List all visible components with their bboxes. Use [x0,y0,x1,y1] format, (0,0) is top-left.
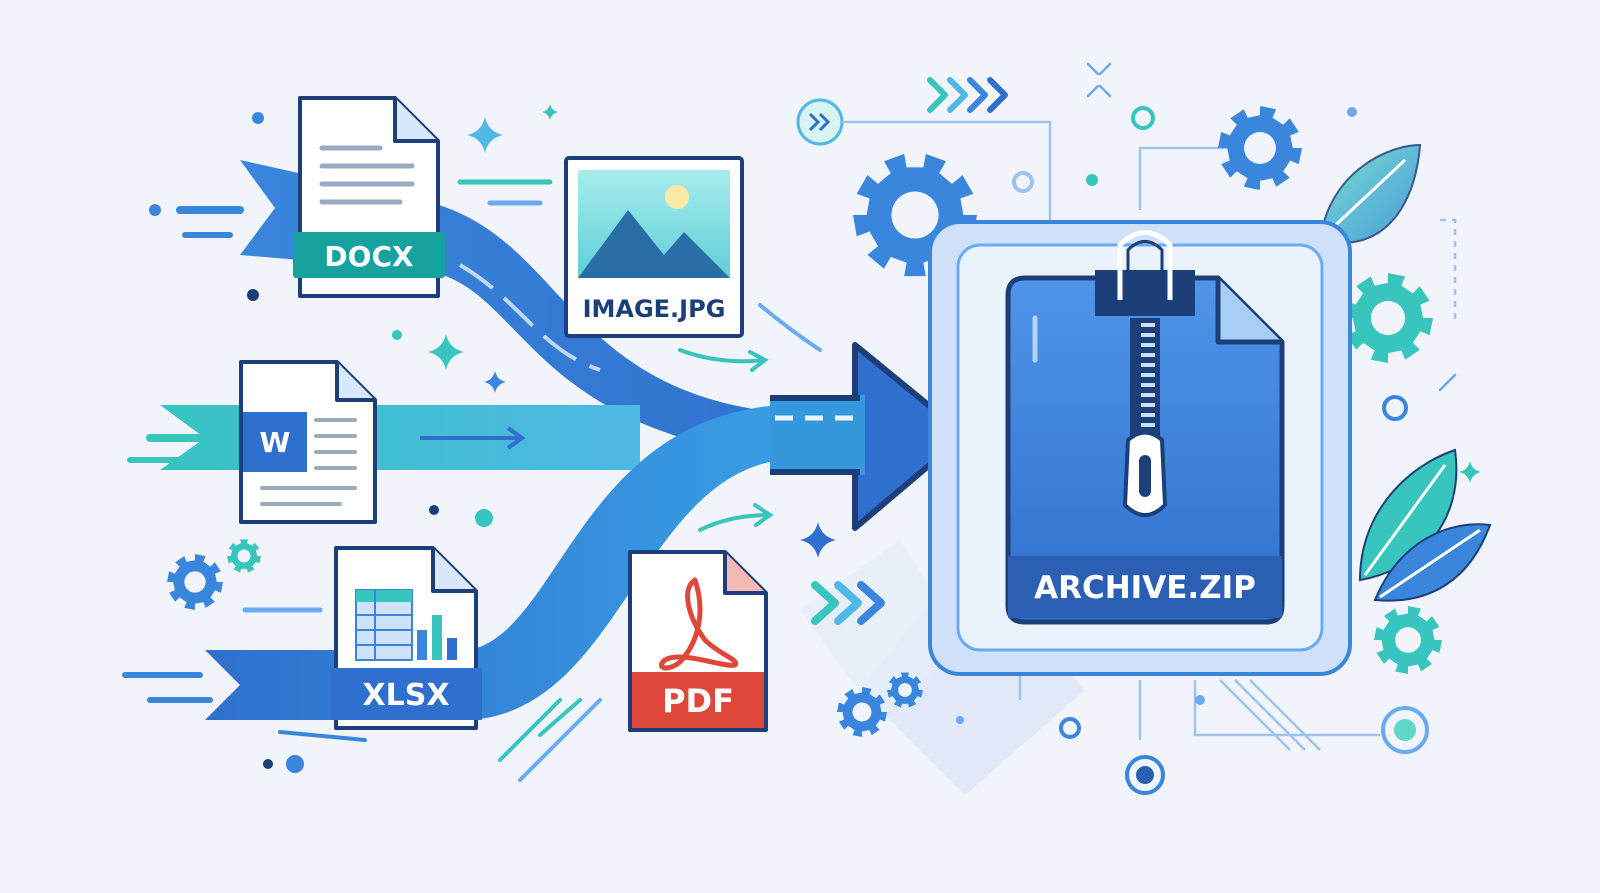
pdf-label: PDF [662,682,734,720]
dot-shape [1347,107,1357,117]
dot-shape [252,112,264,124]
dot-shape [149,204,161,216]
dot-shape [475,509,493,527]
ring-shape [1382,395,1408,421]
image-file-icon: IMAGE.JPG [564,156,744,338]
sparkle-shape [800,522,836,558]
circle-node-icon [149,106,1429,795]
sparkle-shape [542,104,558,120]
speed-lines [122,179,602,782]
gear-hole [898,683,912,697]
acrobat-swirl-icon [658,577,739,671]
dot-shape [1086,174,1098,186]
bottom-flow-ribbon [205,400,860,720]
dot-shape [263,759,273,769]
sparkle-shape [428,334,464,370]
gear-hole [237,549,251,563]
archive-label: ARCHIVE.ZIP [1034,570,1256,606]
word-file-icon: W [239,360,377,524]
gear-hole [852,702,872,722]
word-glyph: W [260,426,291,459]
ring-shape [1012,171,1034,193]
gear-hole [891,191,939,239]
sparkle-shape [484,371,506,393]
dot-shape [247,289,259,301]
docx-file-icon: DOCX [293,96,445,298]
dot-shape [429,505,439,515]
gear-hole [1370,300,1406,336]
sparkle-icon [428,104,1481,558]
dot-shape [956,716,964,724]
gear-hole [1395,627,1421,653]
chevron-circle-icon [796,98,844,146]
circuit-lines [842,120,1457,751]
image-label: IMAGE.JPG [583,295,726,323]
gear-hole [1244,132,1276,164]
sparkle-shape [467,117,503,153]
xlsx-file-icon: XLSX [330,546,482,730]
dot-shape [392,330,402,340]
middle-flow-ribbon [160,405,640,470]
docx-label: DOCX [324,240,414,273]
ring-shape [1059,717,1081,739]
ring-center [1136,766,1154,784]
pdf-file-icon: PDF [628,550,768,732]
ring-center [1394,719,1416,741]
chevron-icon [811,77,1008,625]
ring-shape [1131,106,1155,130]
xlsx-label: XLSX [363,678,450,713]
dot-shape [286,755,304,773]
dot-shape [1195,695,1205,705]
gear-hole [184,571,206,593]
cross-mark-decoration [1086,62,1457,392]
sparkle-shape [1459,461,1481,483]
zip-archive-icon: ARCHIVE.ZIP [928,220,1352,676]
small-arrows [678,303,822,532]
leaf-icon [1318,143,1492,602]
